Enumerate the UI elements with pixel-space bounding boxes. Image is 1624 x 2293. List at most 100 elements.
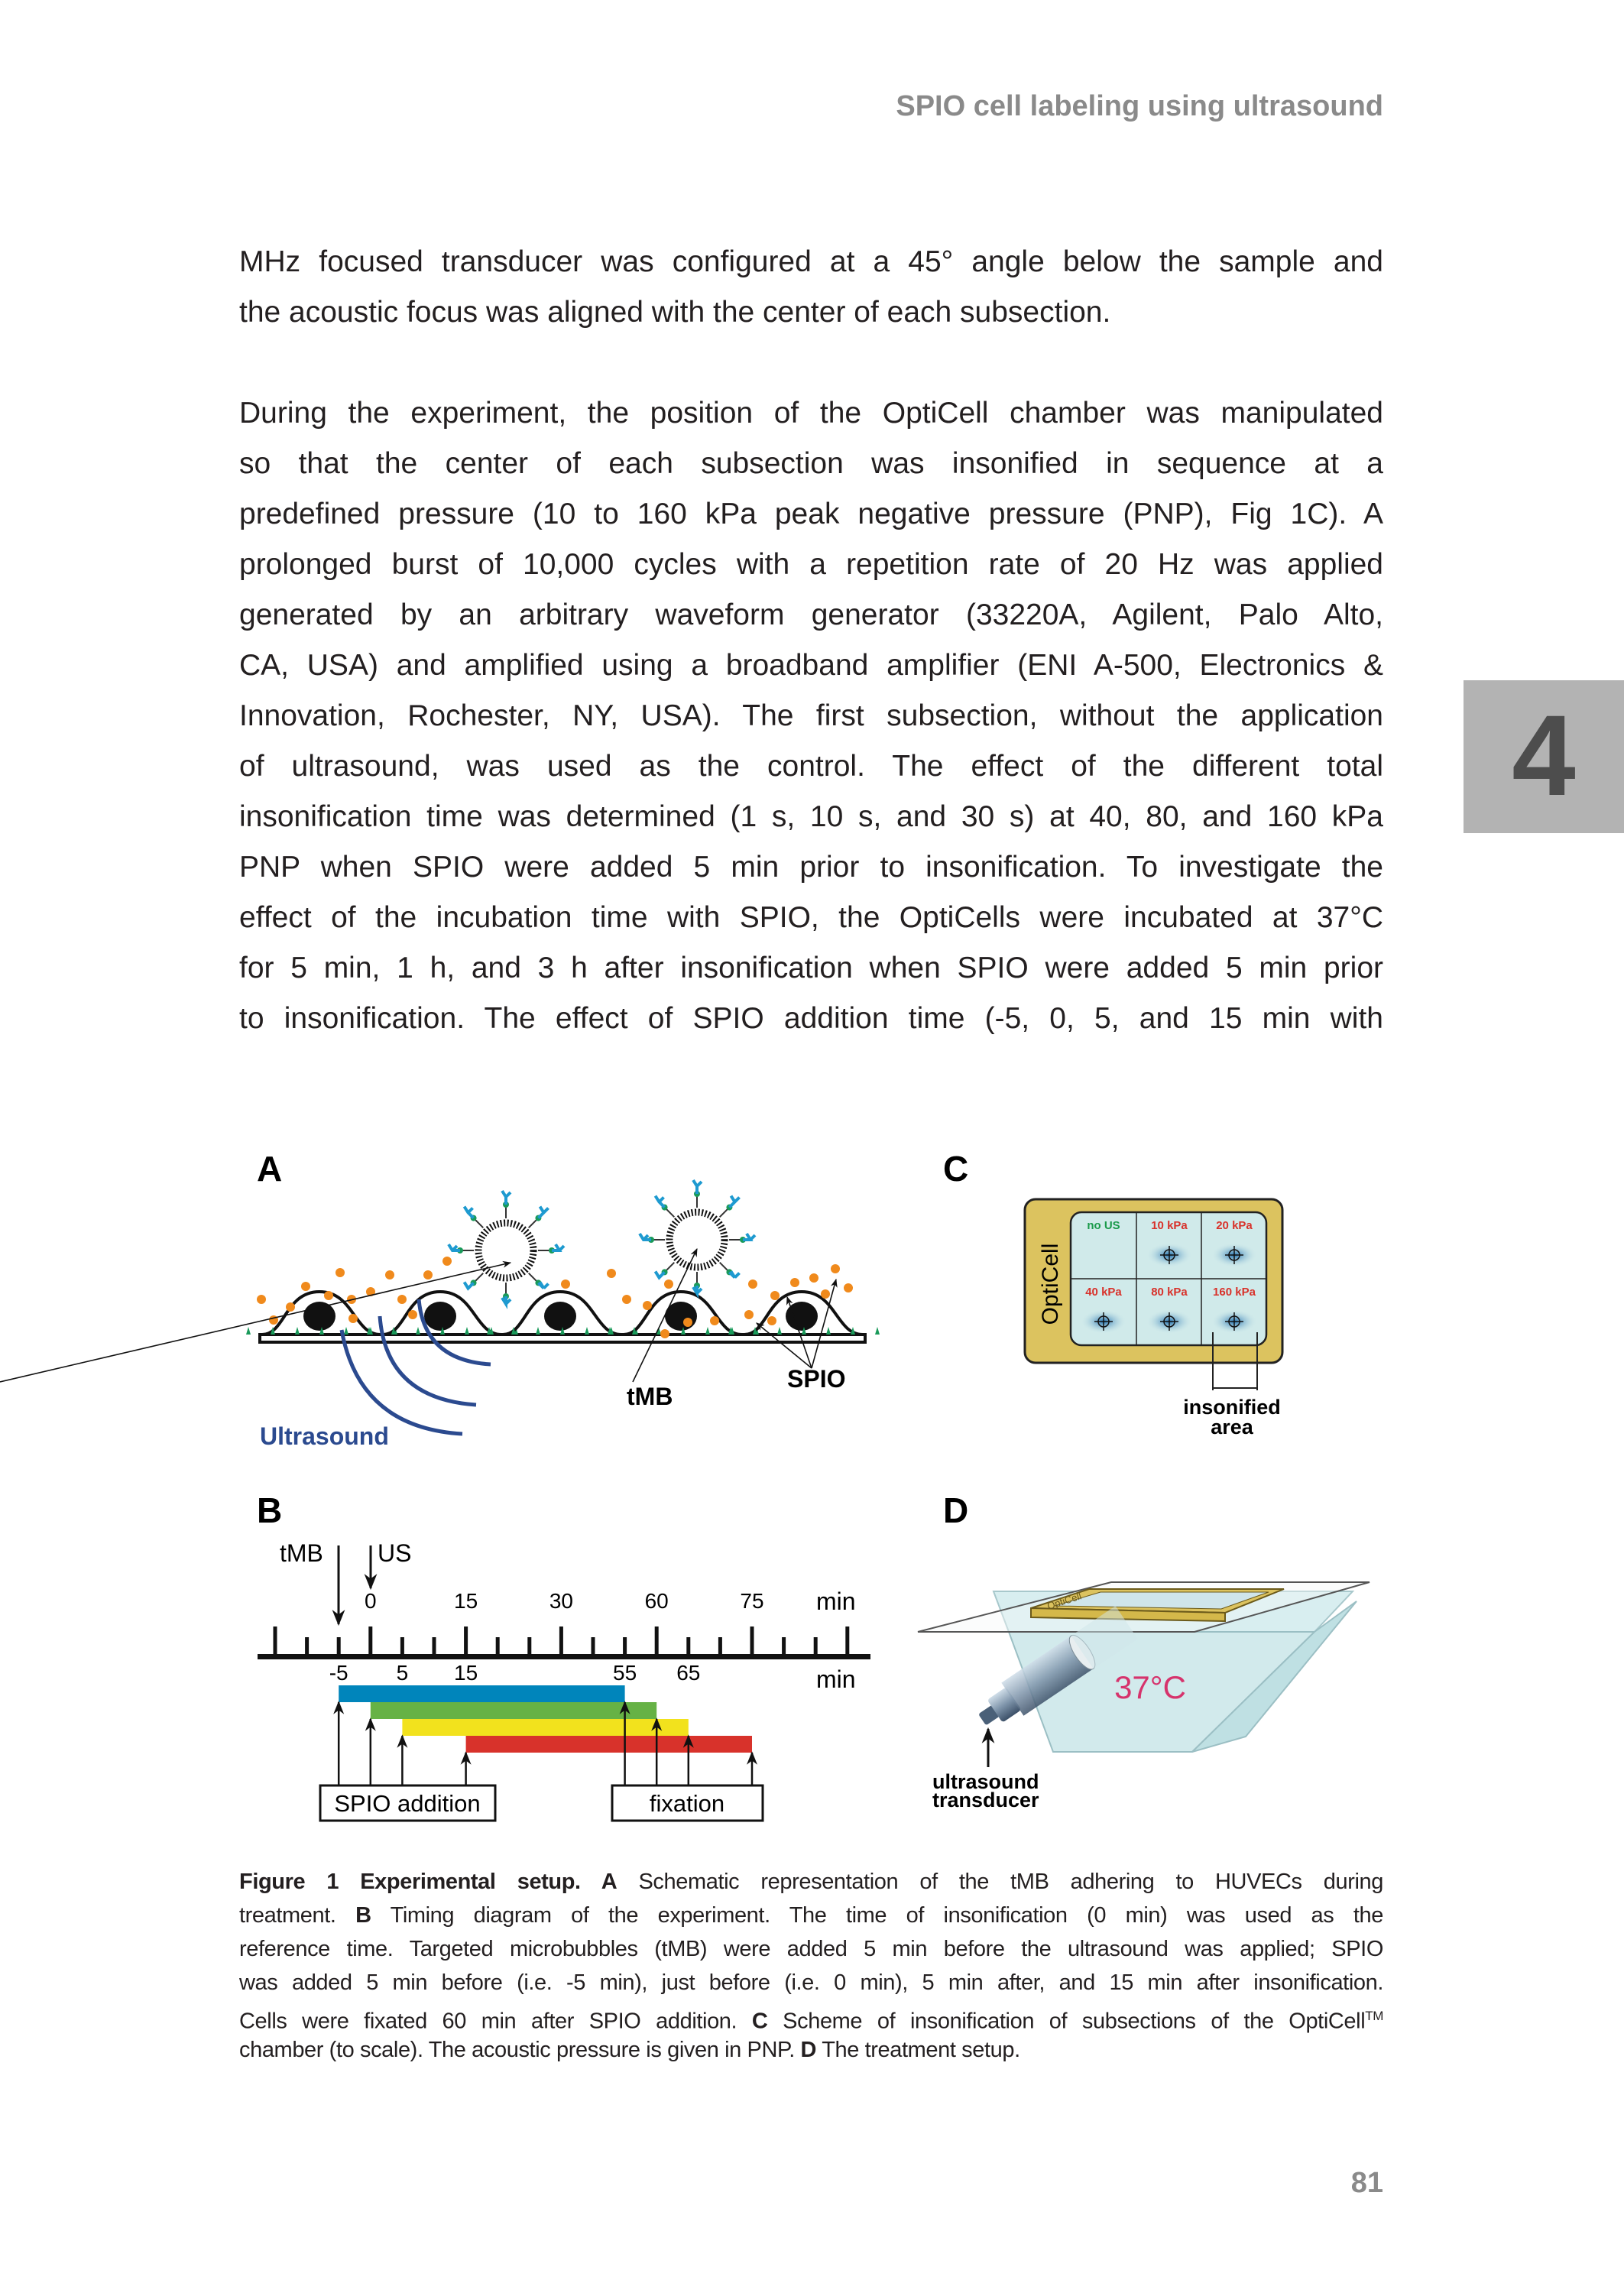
ultrasound-wave — [339, 1329, 463, 1436]
incubation-bar — [465, 1736, 752, 1753]
cell-nucleus — [303, 1302, 335, 1331]
ultrasound-label: Ultrasound — [260, 1422, 389, 1450]
text-line: During the experiment, the position of t… — [239, 397, 1383, 430]
crosshair-icon — [1160, 1312, 1178, 1331]
spio-particle — [790, 1278, 799, 1287]
antibody — [552, 1243, 566, 1252]
spio-particle — [809, 1273, 818, 1283]
crosshair-icon — [1225, 1312, 1243, 1331]
spio-particle — [748, 1279, 757, 1289]
subsection-grid — [1071, 1212, 1266, 1345]
chapter-number: 4 — [1512, 691, 1576, 819]
antibody — [501, 1189, 512, 1205]
caption-text: The treatment setup. — [816, 2038, 1020, 2062]
caption-line: reference time. Targeted microbubbles (t… — [239, 1937, 1383, 1961]
tick-label: 65 — [676, 1661, 700, 1685]
text-line: insonification time was determined (1 s,… — [239, 800, 1383, 833]
caption-line: Cells were fixated 60 min after SPIO add… — [239, 1999, 1383, 2034]
antibody — [638, 1232, 651, 1241]
receptor — [536, 1327, 540, 1335]
receptor — [851, 1327, 855, 1335]
caption-line: chamber (to scale). The acoustic pressur… — [239, 2033, 1383, 2067]
paragraph-2: During the experiment, the position of t… — [239, 388, 1383, 1044]
spio-particle — [408, 1310, 417, 1319]
tmb-pointers — [0, 1247, 698, 1383]
spio-particle — [664, 1279, 673, 1289]
ultrasound-wave — [417, 1299, 491, 1367]
antibody — [692, 1179, 703, 1194]
spio-particle — [831, 1264, 840, 1273]
receptor — [487, 1327, 491, 1335]
spio-particle — [348, 1314, 358, 1323]
spio-particle — [301, 1282, 310, 1291]
spio-particle — [607, 1269, 616, 1278]
insonified-area-label: insonified — [1183, 1396, 1281, 1419]
receptor — [271, 1327, 275, 1335]
antibody — [537, 1205, 549, 1219]
tick-label: -5 — [329, 1661, 348, 1685]
caption-text: Scheme of insonification of subsections … — [767, 2009, 1366, 2034]
tmb-marker-label: tMB — [280, 1539, 323, 1567]
transducer-label: ultrasound — [932, 1770, 1039, 1793]
spio-particle — [397, 1295, 407, 1304]
unit-label-bottom: min — [816, 1665, 856, 1693]
cell-membrane — [502, 1289, 622, 1336]
spio-particle — [324, 1291, 333, 1300]
crosshair-icon — [1094, 1312, 1113, 1331]
panel-a: A Ultrasound tMB SPIO — [0, 1149, 880, 1450]
caption-text: Cells were fixated 60 min after SPIO add… — [239, 2009, 752, 2034]
figure-caption: Figure 1 Experimental setup. A Schematic… — [239, 1865, 1383, 2067]
opticell-window — [1054, 1591, 1269, 1610]
tick-label: 5 — [397, 1661, 409, 1685]
bottom-tick-labels: -5 5 15 55 65 — [329, 1661, 701, 1685]
microbubble-shell — [666, 1208, 728, 1271]
spio-addition-box — [319, 1784, 497, 1822]
receptor — [319, 1327, 324, 1335]
microbubble-shell — [475, 1219, 537, 1282]
antibody — [728, 1195, 741, 1208]
running-title: SPIO cell labeling using ultrasound — [896, 90, 1383, 122]
tick-label: 60 — [645, 1589, 669, 1613]
transducer-icon — [979, 1606, 1138, 1725]
subsection-label: no US — [1087, 1219, 1120, 1232]
receptor — [416, 1327, 420, 1335]
spio-particle — [844, 1283, 853, 1292]
text-line: effect of the incubation time with SPIO,… — [239, 901, 1383, 934]
antibody — [462, 1205, 475, 1219]
antibody — [653, 1270, 666, 1280]
tick-label: 30 — [549, 1589, 573, 1613]
tick-label: 15 — [454, 1661, 478, 1685]
transducer-label: transducer — [932, 1789, 1039, 1811]
receptor — [560, 1327, 565, 1335]
text-line: of ultrasound, was used as the control. … — [239, 750, 1383, 783]
text-line: for 5 min, 1 h, and 3 h after insonifica… — [239, 952, 1383, 984]
tick-label: 55 — [613, 1661, 637, 1685]
panel-label-a: A — [257, 1149, 282, 1189]
text-line: generated by an arbitrary waveform gener… — [239, 598, 1383, 631]
caption-panel-ref: B — [355, 1903, 371, 1928]
receptor — [875, 1327, 880, 1335]
time-axis — [258, 1654, 870, 1659]
cell-nucleus — [424, 1302, 456, 1331]
receptor — [246, 1327, 251, 1335]
panel-b: B tMB US 0 15 30 60 75 min -5 5 15 55 65… — [257, 1490, 870, 1822]
text-line: so that the center of each subsection wa… — [239, 447, 1383, 480]
text-line: MHz focused transducer was configured at… — [239, 245, 1383, 278]
spio-particle — [257, 1295, 266, 1304]
water-tank-side — [1191, 1601, 1357, 1753]
receptor — [632, 1327, 637, 1335]
cell-layer — [246, 1289, 880, 1336]
spio-addition-label: SPIO addition — [334, 1790, 480, 1817]
caption-text: treatment. — [239, 1903, 356, 1928]
spio-particle — [821, 1289, 830, 1299]
text-line: the acoustic focus was aligned with the … — [239, 296, 1111, 329]
tmb-label: tMB — [627, 1383, 673, 1410]
receptor — [753, 1327, 757, 1335]
antibody — [692, 1286, 703, 1299]
spio-particle — [710, 1316, 719, 1325]
receptor — [826, 1327, 831, 1335]
caption-line: Figure 1 Experimental setup. A Schematic… — [239, 1865, 1383, 1899]
spio-particle — [385, 1270, 394, 1279]
subsection-label: 10 kPa — [1151, 1219, 1188, 1232]
